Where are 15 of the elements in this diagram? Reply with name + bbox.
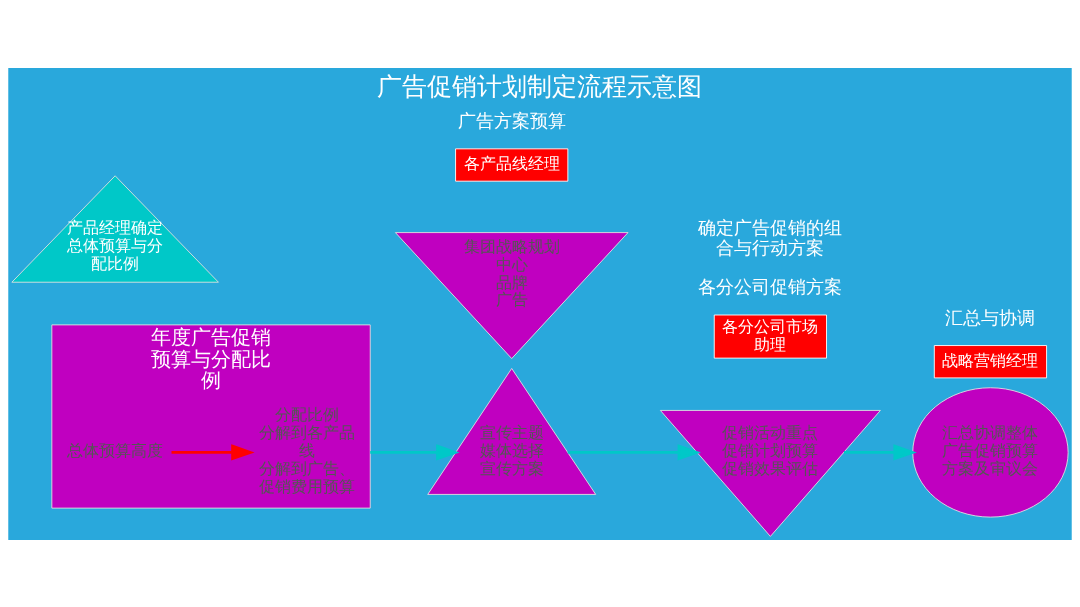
diagram-title: 广告促销计划制定流程示意图 (377, 71, 703, 101)
node-box: 各产品线经理 (455, 147, 569, 182)
node-box: 战略营销经理 (933, 344, 1048, 378)
label: 确定广告促销的组合与行动方案 (698, 216, 843, 258)
label: 广告方案预算 (457, 109, 566, 131)
arrow (843, 443, 917, 461)
arrow (370, 443, 460, 461)
node-text: 总体预算高度 (67, 440, 164, 460)
label: 各分公司促销方案 (698, 275, 843, 297)
arrow (171, 443, 255, 461)
label: 汇总与协调 (945, 306, 1036, 328)
node-text: 分配比例 分解到各产品线 分解到广告、促销费用预算 (258, 404, 355, 496)
node-box: 各分公司市场助理 (713, 314, 827, 359)
node-ellipse: 汇总协调整体广告促销预算方案及审议会 (912, 386, 1069, 518)
arrow (567, 443, 701, 461)
